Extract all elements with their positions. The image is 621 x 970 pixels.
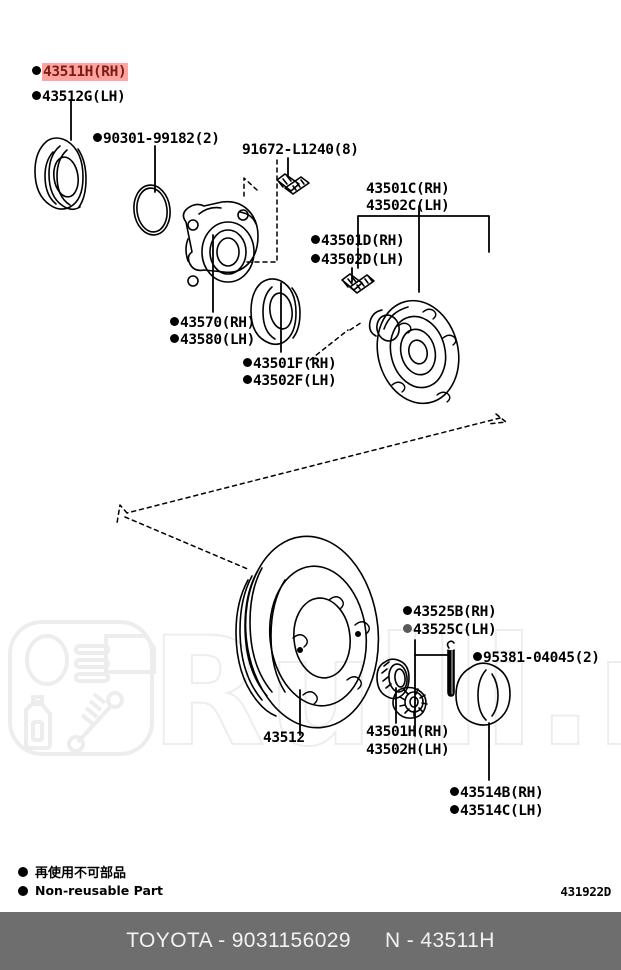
nonreusable-bullet-icon bbox=[473, 652, 482, 661]
part-label-43525b-text: 43525B(RH) bbox=[413, 604, 497, 620]
part-label-43502c-text: 43502C(LH) bbox=[366, 198, 450, 214]
part-label-90301-99182-text: 90301-99182(2) bbox=[103, 131, 220, 147]
part-label-43501c-text: 43501C(RH) bbox=[366, 181, 450, 197]
nonreusable-bullet-icon bbox=[243, 358, 252, 367]
oil-seal-43511h bbox=[34, 137, 87, 211]
part-label-43512[interactable]: 43512 bbox=[263, 730, 305, 747]
nonreusable-bullet-icon bbox=[18, 866, 28, 877]
nonreusable-bullet-icon bbox=[170, 317, 179, 326]
legend-row-japanese: 再使用不可部品 bbox=[18, 862, 163, 881]
part-label-91672-l1240[interactable]: 91672-L1240(8) bbox=[242, 142, 359, 159]
part-label-43525c[interactable]: 43525C(LH) bbox=[403, 622, 497, 639]
part-label-43502d-text: 43502D(LH) bbox=[321, 252, 405, 268]
axle-hub-43502c bbox=[368, 299, 460, 405]
legend-english-text: Non-reusable Part bbox=[35, 883, 164, 898]
part-label-43514c[interactable]: 43514C(LH) bbox=[450, 803, 544, 820]
hub-cap-43514b bbox=[455, 662, 511, 726]
legend-row-english: Non-reusable Part bbox=[18, 881, 163, 900]
footer-node-part: N - 43511H bbox=[384, 929, 495, 952]
part-label-43580[interactable]: 43580(LH) bbox=[170, 332, 255, 349]
figure-id: 431922D bbox=[560, 884, 611, 899]
bolt-43501d bbox=[341, 273, 375, 294]
nonreusable-bullet-icon bbox=[93, 133, 102, 142]
part-label-43502f-text: 43502F(LH) bbox=[253, 373, 337, 389]
nonreusable-bullet-icon bbox=[311, 235, 320, 244]
part-label-43570[interactable]: 43570(RH) bbox=[170, 315, 255, 332]
stud-bolt-91672 bbox=[276, 173, 310, 195]
part-label-43570-text: 43570(RH) bbox=[180, 315, 255, 331]
exploded-parts-drawing bbox=[34, 99, 511, 781]
part-label-43501f[interactable]: 43501F(RH) bbox=[243, 356, 337, 373]
part-label-43501d[interactable]: 43501D(RH) bbox=[311, 233, 405, 250]
part-label-95381-04045[interactable]: 95381-04045(2) bbox=[473, 650, 600, 667]
nonreusable-bullet-icon bbox=[32, 66, 41, 75]
nonreusable-bullet-icon bbox=[403, 624, 412, 633]
part-label-95381-04045-text: 95381-04045(2) bbox=[483, 650, 600, 666]
part-label-43512-text: 43512 bbox=[263, 730, 305, 746]
part-label-43514b[interactable]: 43514B(RH) bbox=[450, 785, 544, 802]
part-label-43525c-text: 43525C(LH) bbox=[413, 622, 497, 638]
part-label-43514b-text: 43514B(RH) bbox=[460, 785, 544, 801]
nonreusable-bullet-icon bbox=[32, 91, 41, 100]
legend-japanese-text: 再使用不可部品 bbox=[35, 866, 127, 881]
nonreusable-bullet-icon bbox=[18, 885, 28, 896]
part-label-90301-99182[interactable]: 90301-99182(2) bbox=[93, 131, 220, 148]
part-label-43502c[interactable]: 43502C(LH) bbox=[366, 198, 450, 215]
nonreusable-bullet-icon bbox=[450, 787, 459, 796]
hub-carrier-43570 bbox=[182, 200, 259, 287]
part-label-43501c[interactable]: 43501C(RH) bbox=[366, 181, 450, 198]
nonreusable-bullet-icon bbox=[170, 334, 179, 343]
part-label-43501f-text: 43501F(RH) bbox=[253, 356, 337, 372]
lock-washer-43525b bbox=[392, 686, 428, 719]
part-label-43502h-text: 43502H(LH) bbox=[366, 742, 450, 758]
part-label-43501d-text: 43501D(RH) bbox=[321, 233, 405, 249]
nonreusable-bullet-icon bbox=[311, 254, 320, 263]
part-label-43514c-text: 43514C(LH) bbox=[460, 803, 544, 819]
nonreusable-bullet-icon bbox=[243, 375, 252, 384]
part-label-91672-l1240-text: 91672-L1240(8) bbox=[242, 142, 359, 158]
part-label-43580-text: 43580(LH) bbox=[180, 332, 255, 348]
leader-lines bbox=[70, 99, 490, 781]
part-label-43525b[interactable]: 43525B(RH) bbox=[403, 604, 497, 621]
dashed-guides bbox=[116, 159, 507, 571]
part-label-43502f[interactable]: 43502F(LH) bbox=[243, 373, 337, 390]
nonreusable-bullet-icon bbox=[450, 805, 459, 814]
legend: 再使用不可部品 Non-reusable Part bbox=[18, 862, 163, 900]
bracket-43501c bbox=[357, 205, 490, 253]
part-label-43512g[interactable]: 43512G(LH) bbox=[32, 89, 126, 106]
bearing-43501f bbox=[250, 278, 301, 346]
part-label-43511h-text: 43511H(RH) bbox=[42, 63, 129, 81]
footer-brand-part: TOYOTA - 9031156029 bbox=[126, 929, 351, 952]
brake-rotor-43512 bbox=[235, 535, 380, 729]
axle-nut-43501h bbox=[376, 658, 410, 700]
part-label-43501h[interactable]: 43501H(RH) bbox=[366, 724, 450, 741]
footer-bar: TOYOTA - 9031156029 N - 43511H bbox=[0, 912, 621, 970]
part-label-43512g-text: 43512G(LH) bbox=[42, 89, 126, 105]
part-label-43502d[interactable]: 43502D(LH) bbox=[311, 252, 405, 269]
part-label-43501h-text: 43501H(RH) bbox=[366, 724, 450, 740]
part-label-43511h[interactable]: 43511H(RH) bbox=[32, 63, 129, 81]
part-label-43502h[interactable]: 43502H(LH) bbox=[366, 742, 450, 759]
nonreusable-bullet-icon bbox=[403, 606, 412, 615]
o-ring-90301 bbox=[133, 184, 171, 236]
cotter-pin-95381 bbox=[446, 640, 455, 697]
